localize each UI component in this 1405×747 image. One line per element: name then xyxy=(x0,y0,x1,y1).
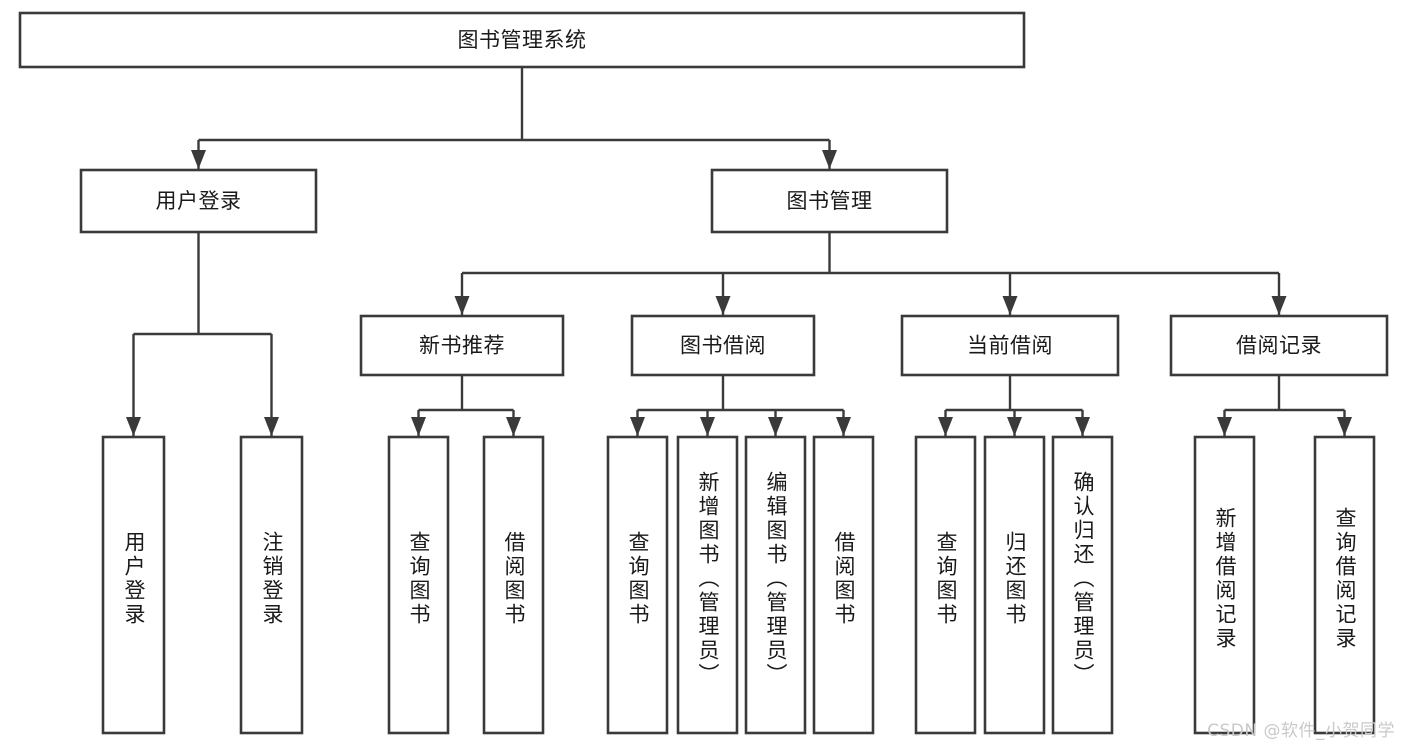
node-box-book-manage[interactable] xyxy=(710,168,949,234)
node-label-book-manage: 图书管理 xyxy=(787,189,873,213)
node-box-leaf-rec-borrow-book[interactable] xyxy=(482,435,545,735)
arrow-head-icon xyxy=(264,417,279,436)
arrow-head-icon xyxy=(506,417,521,436)
node-label-borrow-record: 借阅记录 xyxy=(1236,334,1322,358)
arrow-head-icon xyxy=(700,417,715,436)
csdn-watermark: CSDN @软件_小贺同学 xyxy=(1207,721,1395,741)
arrow-head-icon xyxy=(1075,417,1090,436)
node-box-user-login[interactable] xyxy=(79,168,318,234)
node-box-leaf-current-return-book[interactable] xyxy=(983,435,1046,735)
node-box-root[interactable] xyxy=(18,11,1026,69)
arrow-head-icon xyxy=(1271,296,1287,315)
connector-layer xyxy=(126,67,1352,436)
node-label-root: 图书管理系统 xyxy=(458,28,587,52)
node-label-current-borrow: 当前借阅 xyxy=(967,334,1053,358)
node-box-leaf-user-logout[interactable] xyxy=(239,435,304,735)
node-box-leaf-current-query-book[interactable] xyxy=(914,435,977,735)
arrow-head-icon xyxy=(1002,296,1018,315)
arrow-head-icon xyxy=(1217,417,1232,436)
arrow-head-icon xyxy=(126,417,141,436)
node-box-layer xyxy=(18,11,1389,735)
node-box-leaf-borrow-add-book[interactable] xyxy=(676,435,739,735)
node-box-leaf-record-query[interactable] xyxy=(1313,435,1376,735)
arrow-head-icon xyxy=(836,417,851,436)
node-label-new-book-rec: 新书推荐 xyxy=(419,334,505,358)
node-box-new-book-rec[interactable] xyxy=(359,314,565,377)
arrow-head-icon xyxy=(715,296,731,315)
arrow-head-icon xyxy=(191,150,206,169)
node-box-current-borrow[interactable] xyxy=(900,314,1120,377)
node-box-leaf-rec-query-book[interactable] xyxy=(387,435,450,735)
node-label-book-borrow: 图书借阅 xyxy=(680,334,766,358)
arrow-head-icon xyxy=(938,417,953,436)
node-box-leaf-record-add[interactable] xyxy=(1193,435,1256,735)
node-box-leaf-user-login[interactable] xyxy=(101,435,166,735)
node-box-leaf-borrow-query-book[interactable] xyxy=(606,435,669,735)
arrow-head-icon xyxy=(630,417,645,436)
node-box-book-borrow[interactable] xyxy=(630,314,816,377)
node-box-leaf-borrow-borrow-book[interactable] xyxy=(812,435,875,735)
node-box-leaf-current-confirm-return[interactable] xyxy=(1051,435,1114,735)
arrow-head-icon xyxy=(411,417,426,436)
node-box-leaf-borrow-edit-book[interactable] xyxy=(744,435,807,735)
arrow-head-icon xyxy=(1337,417,1352,436)
arrow-head-icon xyxy=(454,296,470,315)
arrow-head-icon xyxy=(1007,417,1022,436)
arrow-head-icon xyxy=(768,417,783,436)
node-label-user-login: 用户登录 xyxy=(156,189,242,213)
node-box-borrow-record[interactable] xyxy=(1169,314,1389,377)
arrow-head-icon xyxy=(822,150,837,169)
